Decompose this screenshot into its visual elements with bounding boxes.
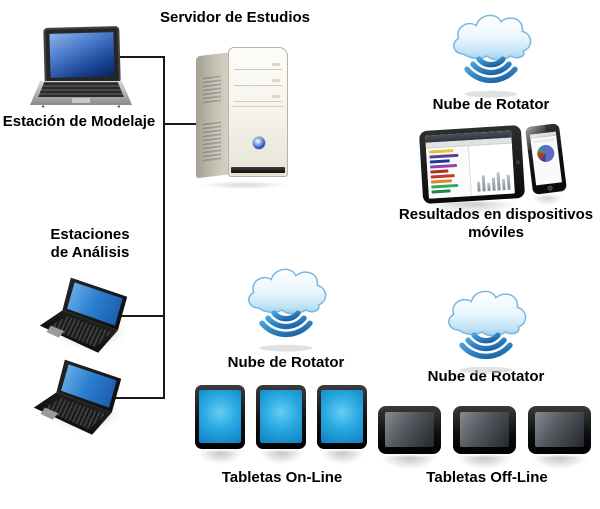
server-label: Servidor de Estudios xyxy=(159,9,311,26)
cloud-wifi-icon xyxy=(437,282,535,376)
tablet-landscape-icon xyxy=(528,406,591,469)
tablets-online-row xyxy=(195,385,367,464)
smartphone-reflection xyxy=(531,196,563,206)
tablet-portrait-icon xyxy=(317,385,367,464)
home-button-icon xyxy=(546,185,553,192)
server-side-panel xyxy=(196,52,232,179)
tablet-reflection xyxy=(428,202,518,214)
chart-column xyxy=(477,181,481,192)
tablets-offline-label: Tabletas Off-Line xyxy=(426,469,548,486)
dashboard-bar xyxy=(429,149,453,154)
tablet-screen xyxy=(321,390,363,443)
laptop-feet xyxy=(36,105,126,108)
server-vent-grille xyxy=(203,119,221,162)
tablet-reflection xyxy=(382,456,437,469)
modeling-laptop-icon xyxy=(30,26,132,111)
dashboard-bar xyxy=(430,179,453,184)
mobile-results-label-line1: Resultados en dispositivos xyxy=(398,206,594,223)
dashboard-bar xyxy=(429,163,457,169)
pie-chart-icon xyxy=(535,144,555,164)
cloud-wifi-graphic xyxy=(453,14,532,98)
tablet-reflection xyxy=(457,456,512,469)
dashboard-bar xyxy=(430,169,449,174)
tablet-reflection xyxy=(320,451,364,464)
chart-column xyxy=(496,172,501,191)
tablet-body xyxy=(256,385,306,449)
chart-column xyxy=(491,177,496,191)
drive-bay xyxy=(234,56,282,70)
tablet-reflection xyxy=(198,451,242,464)
analysis-stations-label-line2: de Análisis xyxy=(50,244,130,261)
home-button-icon xyxy=(515,159,521,164)
drive-bay xyxy=(234,88,282,102)
cloud-online-label: Nube de Rotator xyxy=(227,354,345,371)
mobile-results-label-line2: móviles xyxy=(468,224,524,241)
phone-title-bar xyxy=(532,137,555,144)
server-tower-icon xyxy=(196,47,290,189)
power-button-icon xyxy=(252,136,266,150)
drive-bay xyxy=(234,72,282,86)
tablet-body xyxy=(317,385,367,449)
laptop-screen xyxy=(49,32,115,78)
chart-column xyxy=(487,182,491,192)
cloud-wifi-graphic xyxy=(448,290,527,374)
dashboard-bar xyxy=(430,174,456,179)
tablet-reflection xyxy=(532,456,587,469)
tablet-body xyxy=(195,385,245,449)
dashboard-bar xyxy=(429,153,459,159)
cloud-wifi-icon xyxy=(237,260,335,354)
cloud-wifi-graphic xyxy=(248,268,327,352)
connector-modeling-line xyxy=(112,56,165,58)
analysis-laptop-icon xyxy=(31,358,125,438)
smartphone-screen xyxy=(529,131,562,186)
tablet-screen xyxy=(425,130,515,199)
tablets-offline-row xyxy=(378,406,591,469)
dashboard-bar xyxy=(429,159,451,164)
tablet-body xyxy=(528,406,591,454)
smartphone-icon xyxy=(524,123,568,195)
tablets-online-label: Tabletas On-Line xyxy=(221,469,343,486)
mobile-results-label: Resultados en dispositivos móviles xyxy=(398,206,594,242)
connector-trunk-line xyxy=(163,56,165,399)
chart-column xyxy=(501,179,506,191)
dashboard-body xyxy=(425,143,515,199)
server-shadow xyxy=(200,181,288,189)
laptop-lid xyxy=(43,26,121,85)
tablet-landscape-icon xyxy=(453,406,516,469)
tablet-portrait-icon xyxy=(256,385,306,464)
dashboard-bar xyxy=(431,183,459,189)
tablet-portrait-icon xyxy=(195,385,245,464)
dashboard-bar xyxy=(431,189,451,194)
server-front-panel xyxy=(228,47,288,177)
tablet-screen xyxy=(385,412,434,447)
chart-column xyxy=(481,175,486,192)
panel-seam xyxy=(232,106,284,107)
connector-analysis2-line xyxy=(109,397,165,399)
dashboard-mini-chart xyxy=(467,143,515,197)
connector-server-line xyxy=(163,123,199,125)
tablet-reflection xyxy=(259,451,303,464)
tablet-body xyxy=(453,406,516,454)
dashboard-bar-list xyxy=(425,146,471,199)
tablet-body xyxy=(378,406,441,454)
laptop-trackpad xyxy=(72,98,90,103)
analysis-stations-label: Estaciones de Análisis xyxy=(20,226,160,262)
laptop-keyboard xyxy=(38,82,124,97)
tablet-dashboard-icon xyxy=(418,124,526,205)
cloud-offline-label: Nube de Rotator xyxy=(427,368,545,385)
cloud-results-label: Nube de Rotator xyxy=(432,96,550,113)
cloud-wifi-icon xyxy=(442,6,540,100)
tablet-landscape-icon xyxy=(378,406,441,469)
server-bottom-trim xyxy=(231,167,285,173)
tablet-screen xyxy=(260,390,302,443)
chart-column xyxy=(506,174,511,190)
analysis-laptop-icon xyxy=(37,276,131,356)
server-vent-grille xyxy=(203,75,221,104)
tablet-screen xyxy=(460,412,509,447)
tablet-screen xyxy=(199,390,241,443)
tablet-screen xyxy=(535,412,584,447)
modeling-station-label: Estación de Modelaje xyxy=(2,113,156,130)
analysis-stations-label-line1: Estaciones xyxy=(50,226,130,243)
connector-analysis1-line xyxy=(120,315,165,317)
